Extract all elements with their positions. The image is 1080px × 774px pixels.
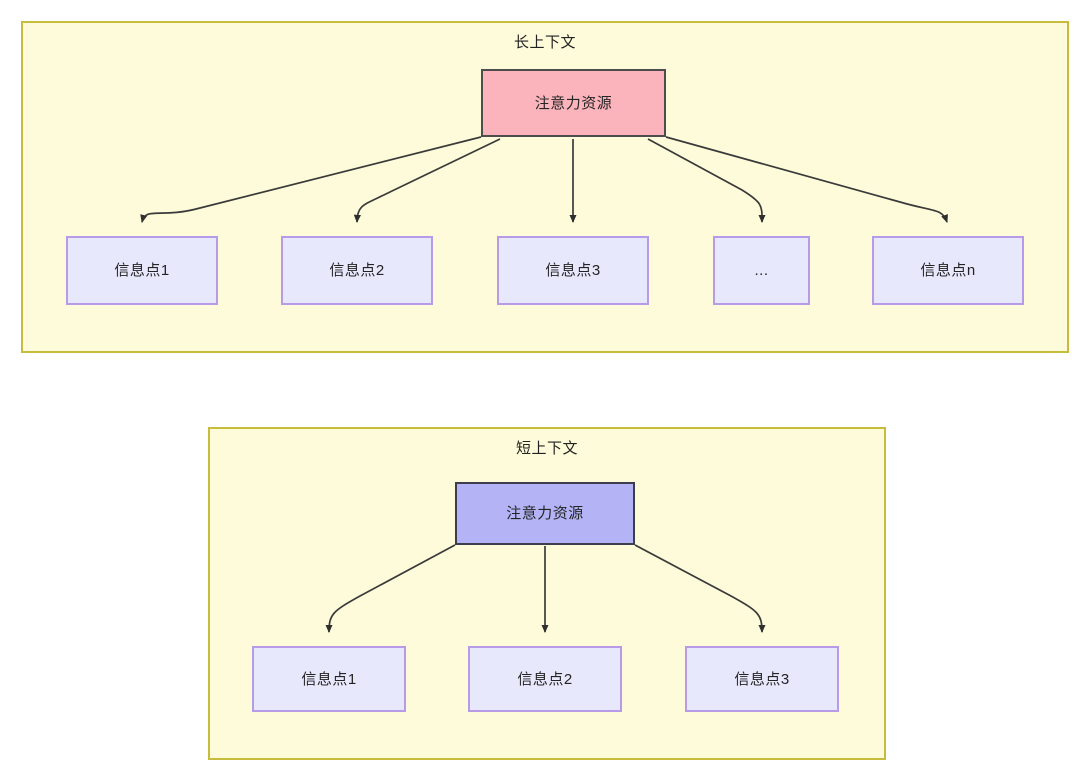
node-label: 信息点3 (545, 262, 601, 279)
panel-short-context-title: 短上下文 (515, 440, 578, 457)
node-long-context-info-point-3[interactable]: 信息点3 (497, 236, 649, 305)
node-long-context-info-point-2[interactable]: 信息点2 (281, 236, 433, 305)
panel-long-context-title: 长上下文 (513, 34, 576, 51)
node-long-context-info-point-ellipsis[interactable]: ... (713, 236, 810, 305)
node-label: 信息点3 (734, 670, 790, 688)
node-label: 信息点n (920, 262, 976, 279)
node-short-context-attention-resource[interactable]: 注意力资源 (455, 482, 635, 545)
node-label: 信息点2 (517, 670, 573, 688)
node-label: ... (754, 262, 769, 279)
node-long-context-info-point-n[interactable]: 信息点n (872, 236, 1024, 305)
node-label: 注意力资源 (534, 94, 613, 112)
node-long-context-info-point-1[interactable]: 信息点1 (66, 236, 218, 305)
node-label: 信息点2 (329, 262, 385, 279)
node-label: 信息点1 (114, 262, 170, 279)
node-short-context-info-point-1[interactable]: 信息点1 (252, 646, 406, 712)
node-label: 注意力资源 (506, 505, 584, 522)
node-long-context-attention-resource[interactable]: 注意力资源 (481, 69, 666, 137)
node-short-context-info-point-2[interactable]: 信息点2 (468, 646, 622, 712)
node-label: 信息点1 (301, 670, 357, 688)
node-short-context-info-point-3[interactable]: 信息点3 (685, 646, 839, 712)
